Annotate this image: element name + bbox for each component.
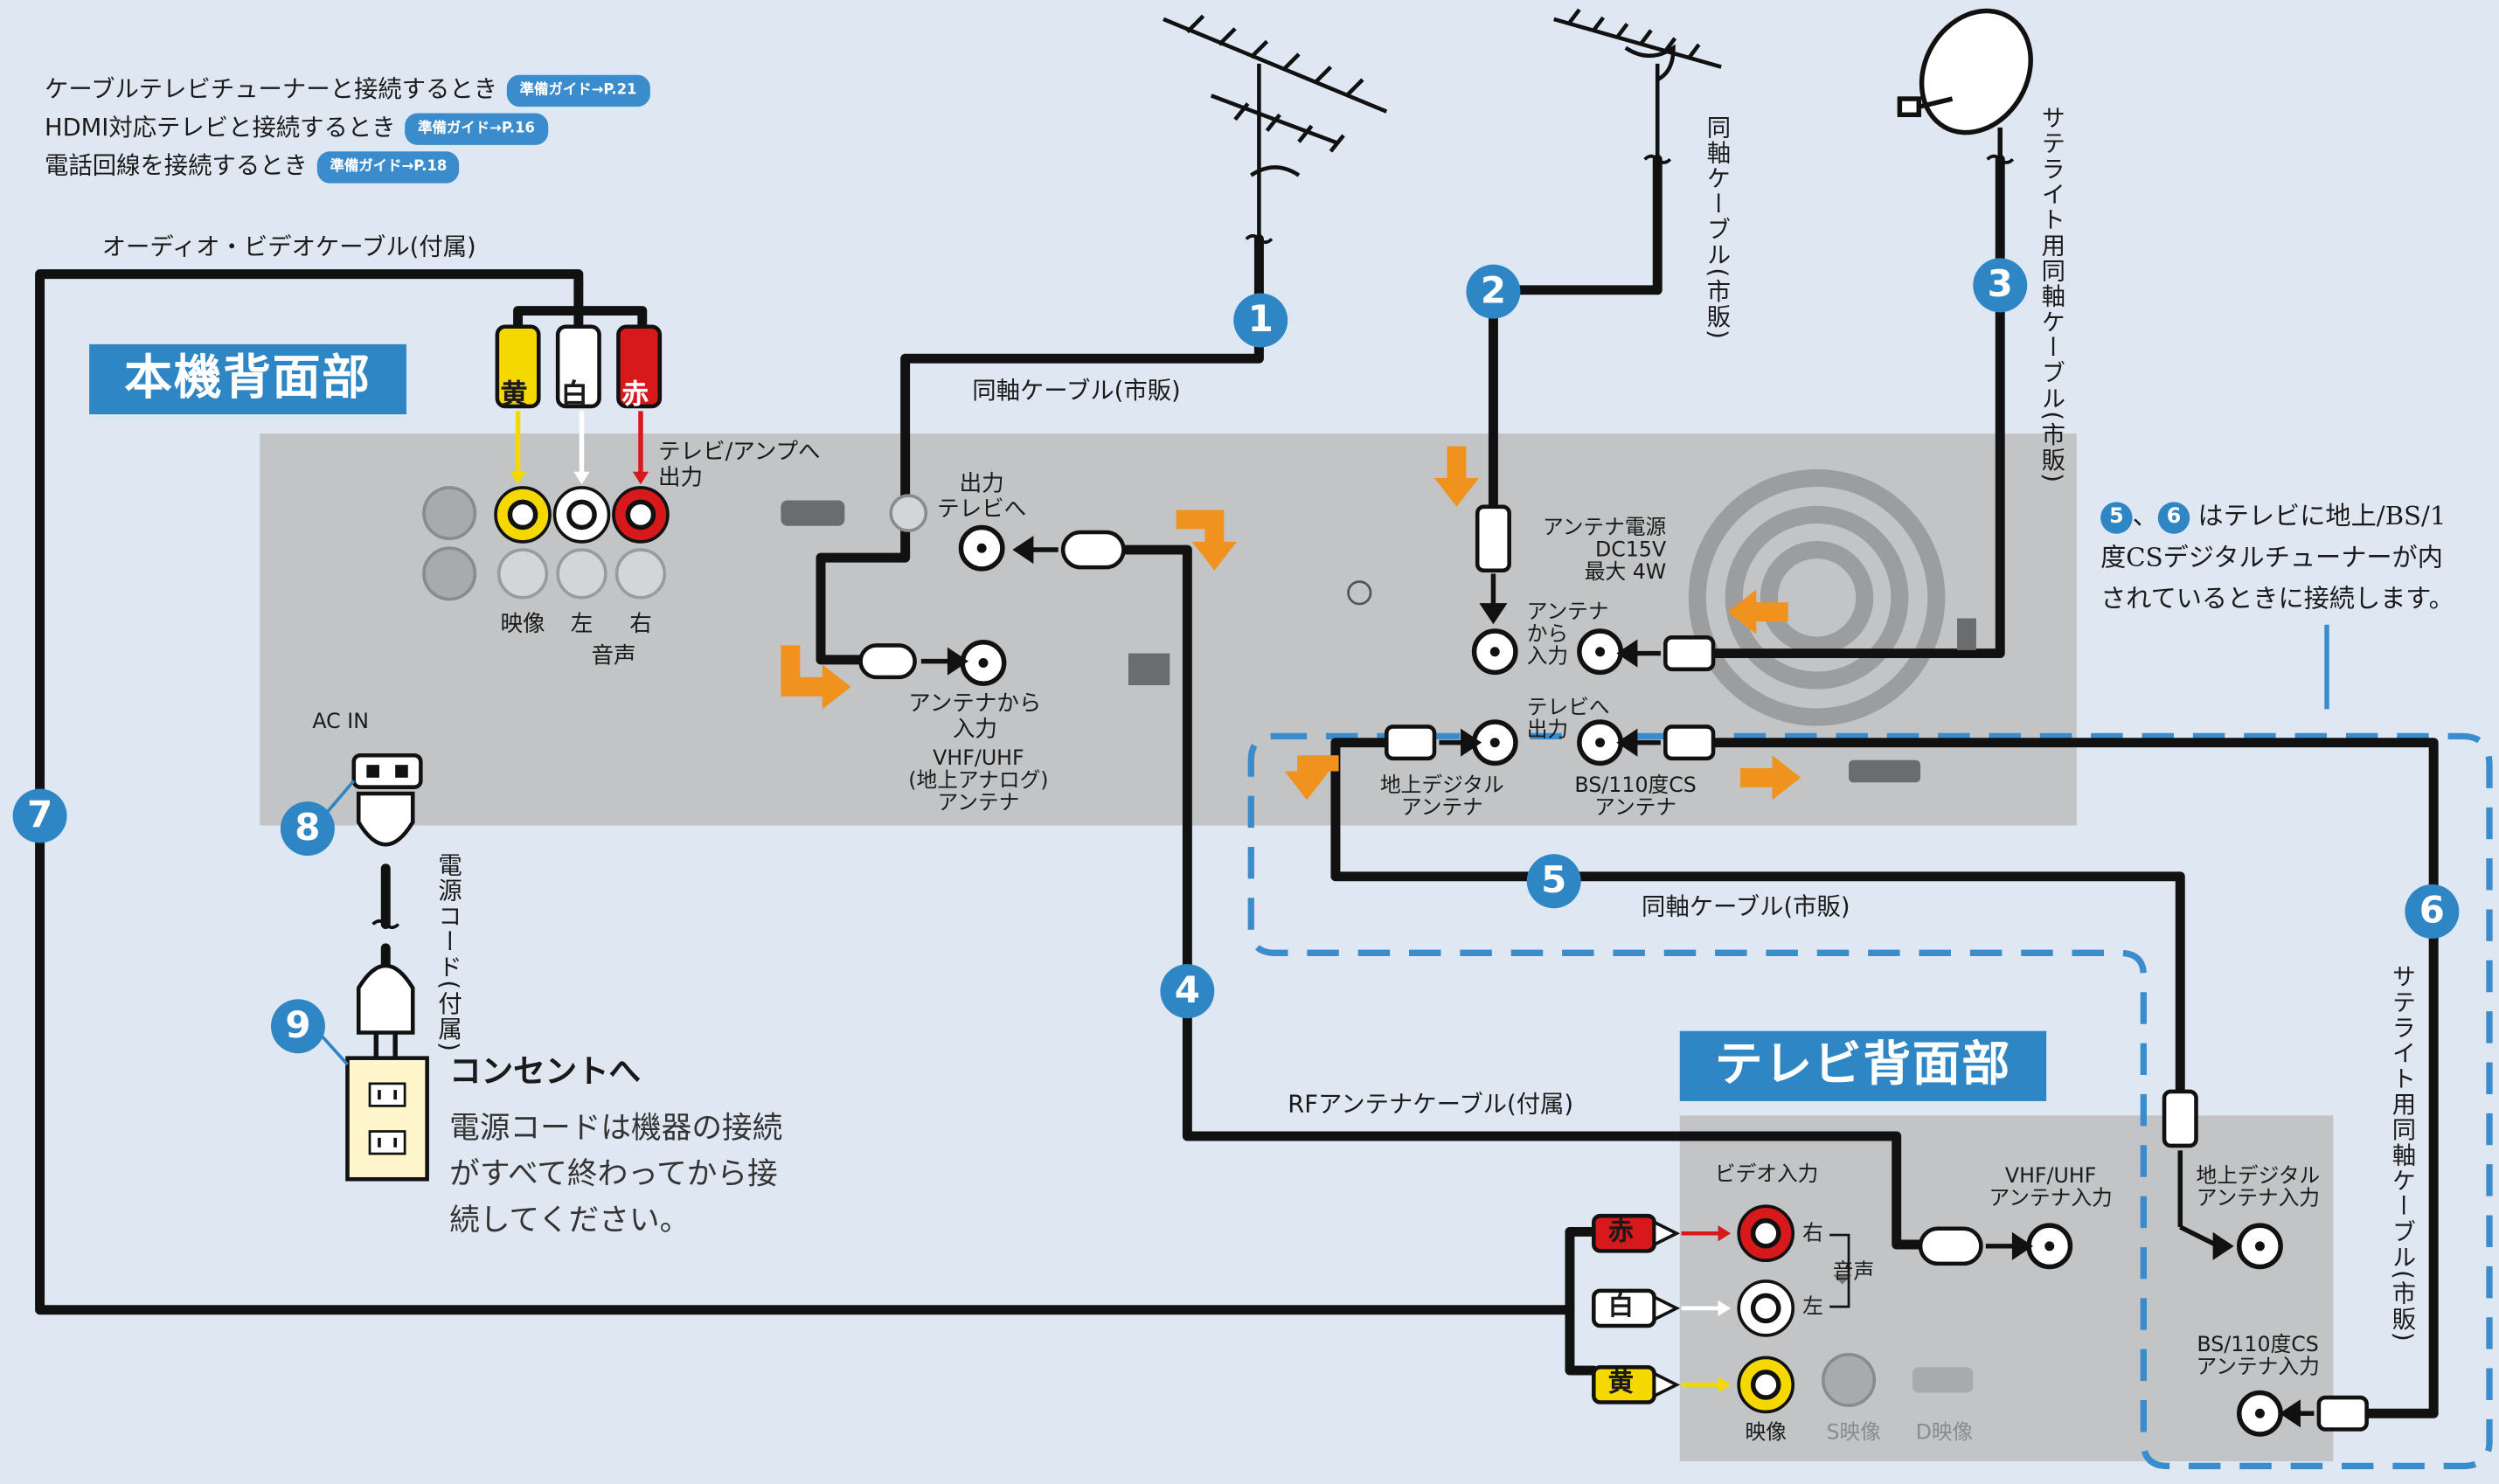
label-tv-out: テレビへ 出力 [1526,696,1610,743]
label-bs-cs-antenna: BS/110度CS アンテナ [1574,774,1697,821]
plug-white-label: 白 [560,378,588,412]
label-antenna-in: アンテナから 入力 [908,691,1042,743]
tv-plug-white-label: 白 [1607,1290,1634,1321]
guide-phone: 電話回線を接続するとき準備ガイド→P.18 [45,151,460,184]
title-tv-rear: テレビ背面部 [1679,1030,2047,1101]
coax-plugs [858,504,2369,1432]
label-video: 映像 [500,612,545,638]
satellite-dish-icon [1897,8,2033,160]
tv-label-vhf-uhf-in: VHF/UHF アンテナ入力 [1989,1164,2113,1211]
title-unit-rear: 本機背面部 [89,343,406,415]
label-ac-in: AC IN [312,711,369,735]
step-5-mini: 5 [2100,502,2133,534]
step-1-badge: 1 [1233,293,1288,348]
guide-link[interactable]: 準備ガイド→P.16 [405,113,548,145]
guide-hdmi: HDMI対応テレビと接続するとき準備ガイド→P.16 [45,113,548,145]
step-4-badge: 4 [1160,964,1215,1019]
tv-label-left: 左 [1802,1295,1823,1320]
tv-plug-red-label: 赤 [1607,1216,1634,1246]
tv-label-audio: 音声 [1832,1260,1875,1285]
signal-arrows [920,535,2315,1428]
label-antenna-power: アンテナ電源 DC15V 最大 4W [1542,516,1667,586]
cable-6 [1708,738,2439,1418]
unit-jacks [422,486,1976,783]
label-audio: 音声 [591,643,636,669]
digital-antenna-icon [1553,8,1722,160]
cable-5 [1330,738,2185,1097]
tv-label-d-video: D映像 [1915,1421,1974,1446]
plug-yellow-label: 黄 [500,378,528,412]
guide-text: HDMI対応テレビと接続するとき [45,113,396,142]
tv-label-digital-in: 地上デジタル アンテナ入力 [2196,1164,2321,1211]
wall-outlet-icon [345,1056,429,1182]
side-note-line-3: されているときに接続します。 [2100,583,2454,614]
optional-area-outline [1247,732,2493,1470]
label-tv-amp-out: テレビ/アンプへ 出力 [658,440,821,491]
side-note: 5、6 はテレビに地上/BS/1 度CSデジタルチューナーが内 されているときに… [2100,500,2454,614]
uhf-antenna-icon [1163,14,1388,239]
cable-7 [35,269,1575,1315]
cable-4 [1118,544,1949,1250]
av-split [513,279,648,332]
cable-1 [816,234,1264,665]
outlet-body: 電源コードは機器の接続 がすべて終わってから接 続してください。 [449,1110,783,1238]
cable-2 [1488,154,1663,512]
label-sat-coax-tv: サテライト用同軸ケーブル(市販) [2389,964,2418,1343]
label-right: 右 [629,612,652,638]
cable-3 [1708,154,2005,659]
step-2-badge: 2 [1466,264,1521,319]
label-antenna-from-in: アンテナ から 入力 [1526,600,1609,669]
guide-cable-tv: ケーブルテレビチューナーと接続するとき準備ガイド→P.21 [45,74,650,107]
label-out-to-tv: 出力 テレビへ [937,471,1027,524]
label-sat-coax: サテライト用同軸ケーブル(市販) [2038,105,2067,484]
guide-text: 電話回線を接続するとき [45,151,308,181]
side-note-line-2: 度CSデジタルチューナーが内 [2100,541,2443,572]
guide-link[interactable]: 準備ガイド→P.21 [507,74,650,107]
step-6-mini: 6 [2157,502,2190,534]
power-plug-icon [351,752,423,1058]
step-8-badge: 8 [280,801,335,856]
orange-guide-arrows [781,446,1801,801]
outlet-heading: コンセントへ [449,1051,641,1091]
fan-grille [1688,468,1946,726]
label-digital-antenna: 地上デジタル アンテナ [1379,774,1504,821]
cables [35,154,2439,1418]
label-coax-1: 同軸ケーブル(市販) [972,376,1181,406]
tv-label-bs-cs-in: BS/110度CS アンテナ入力 [2196,1334,2320,1380]
label-vhf-uhf-antenna: VHF/UHF (地上アナログ) アンテナ [908,747,1049,816]
tv-label-video-in: ビデオ入力 [1714,1163,1819,1188]
tv-label-video: 映像 [1745,1421,1787,1446]
side-note-line-1: はテレビに地上/BS/1 [2197,500,2447,531]
tv-av-split [1565,1226,1599,1376]
guide-text: ケーブルテレビチューナーと接続するとき [45,74,498,104]
label-power-cord: 電源コード(付属) [434,852,464,1053]
label-rf-cable: RFアンテナケーブル(付属) [1288,1090,1574,1119]
tv-label-s-video: S映像 [1826,1421,1881,1446]
label-left: 左 [570,612,594,638]
label-coax-5: 同軸ケーブル(市販) [1641,892,1850,921]
step-9-badge: 9 [270,999,325,1054]
label-av-cable: オーディオ・ビデオケーブル(付属) [101,232,476,262]
audio-bracket [1829,1233,1850,1308]
tv-plug-yellow-label: 黄 [1607,1367,1634,1398]
av-plugs [495,324,1732,1404]
guide-link[interactable]: 準備ガイド→P.18 [316,151,460,184]
step-3-badge: 3 [1973,258,2028,313]
step-6-badge: 6 [2405,884,2460,939]
plug-red-label: 赤 [621,378,649,412]
tv-rear-panel [1679,1115,2334,1461]
tv-label-right: 右 [1802,1222,1823,1246]
step-7-badge: 7 [12,788,67,843]
step-5-badge: 5 [1526,854,1581,909]
label-coax-2: 同軸ケーブル(市販) [1704,114,1732,341]
